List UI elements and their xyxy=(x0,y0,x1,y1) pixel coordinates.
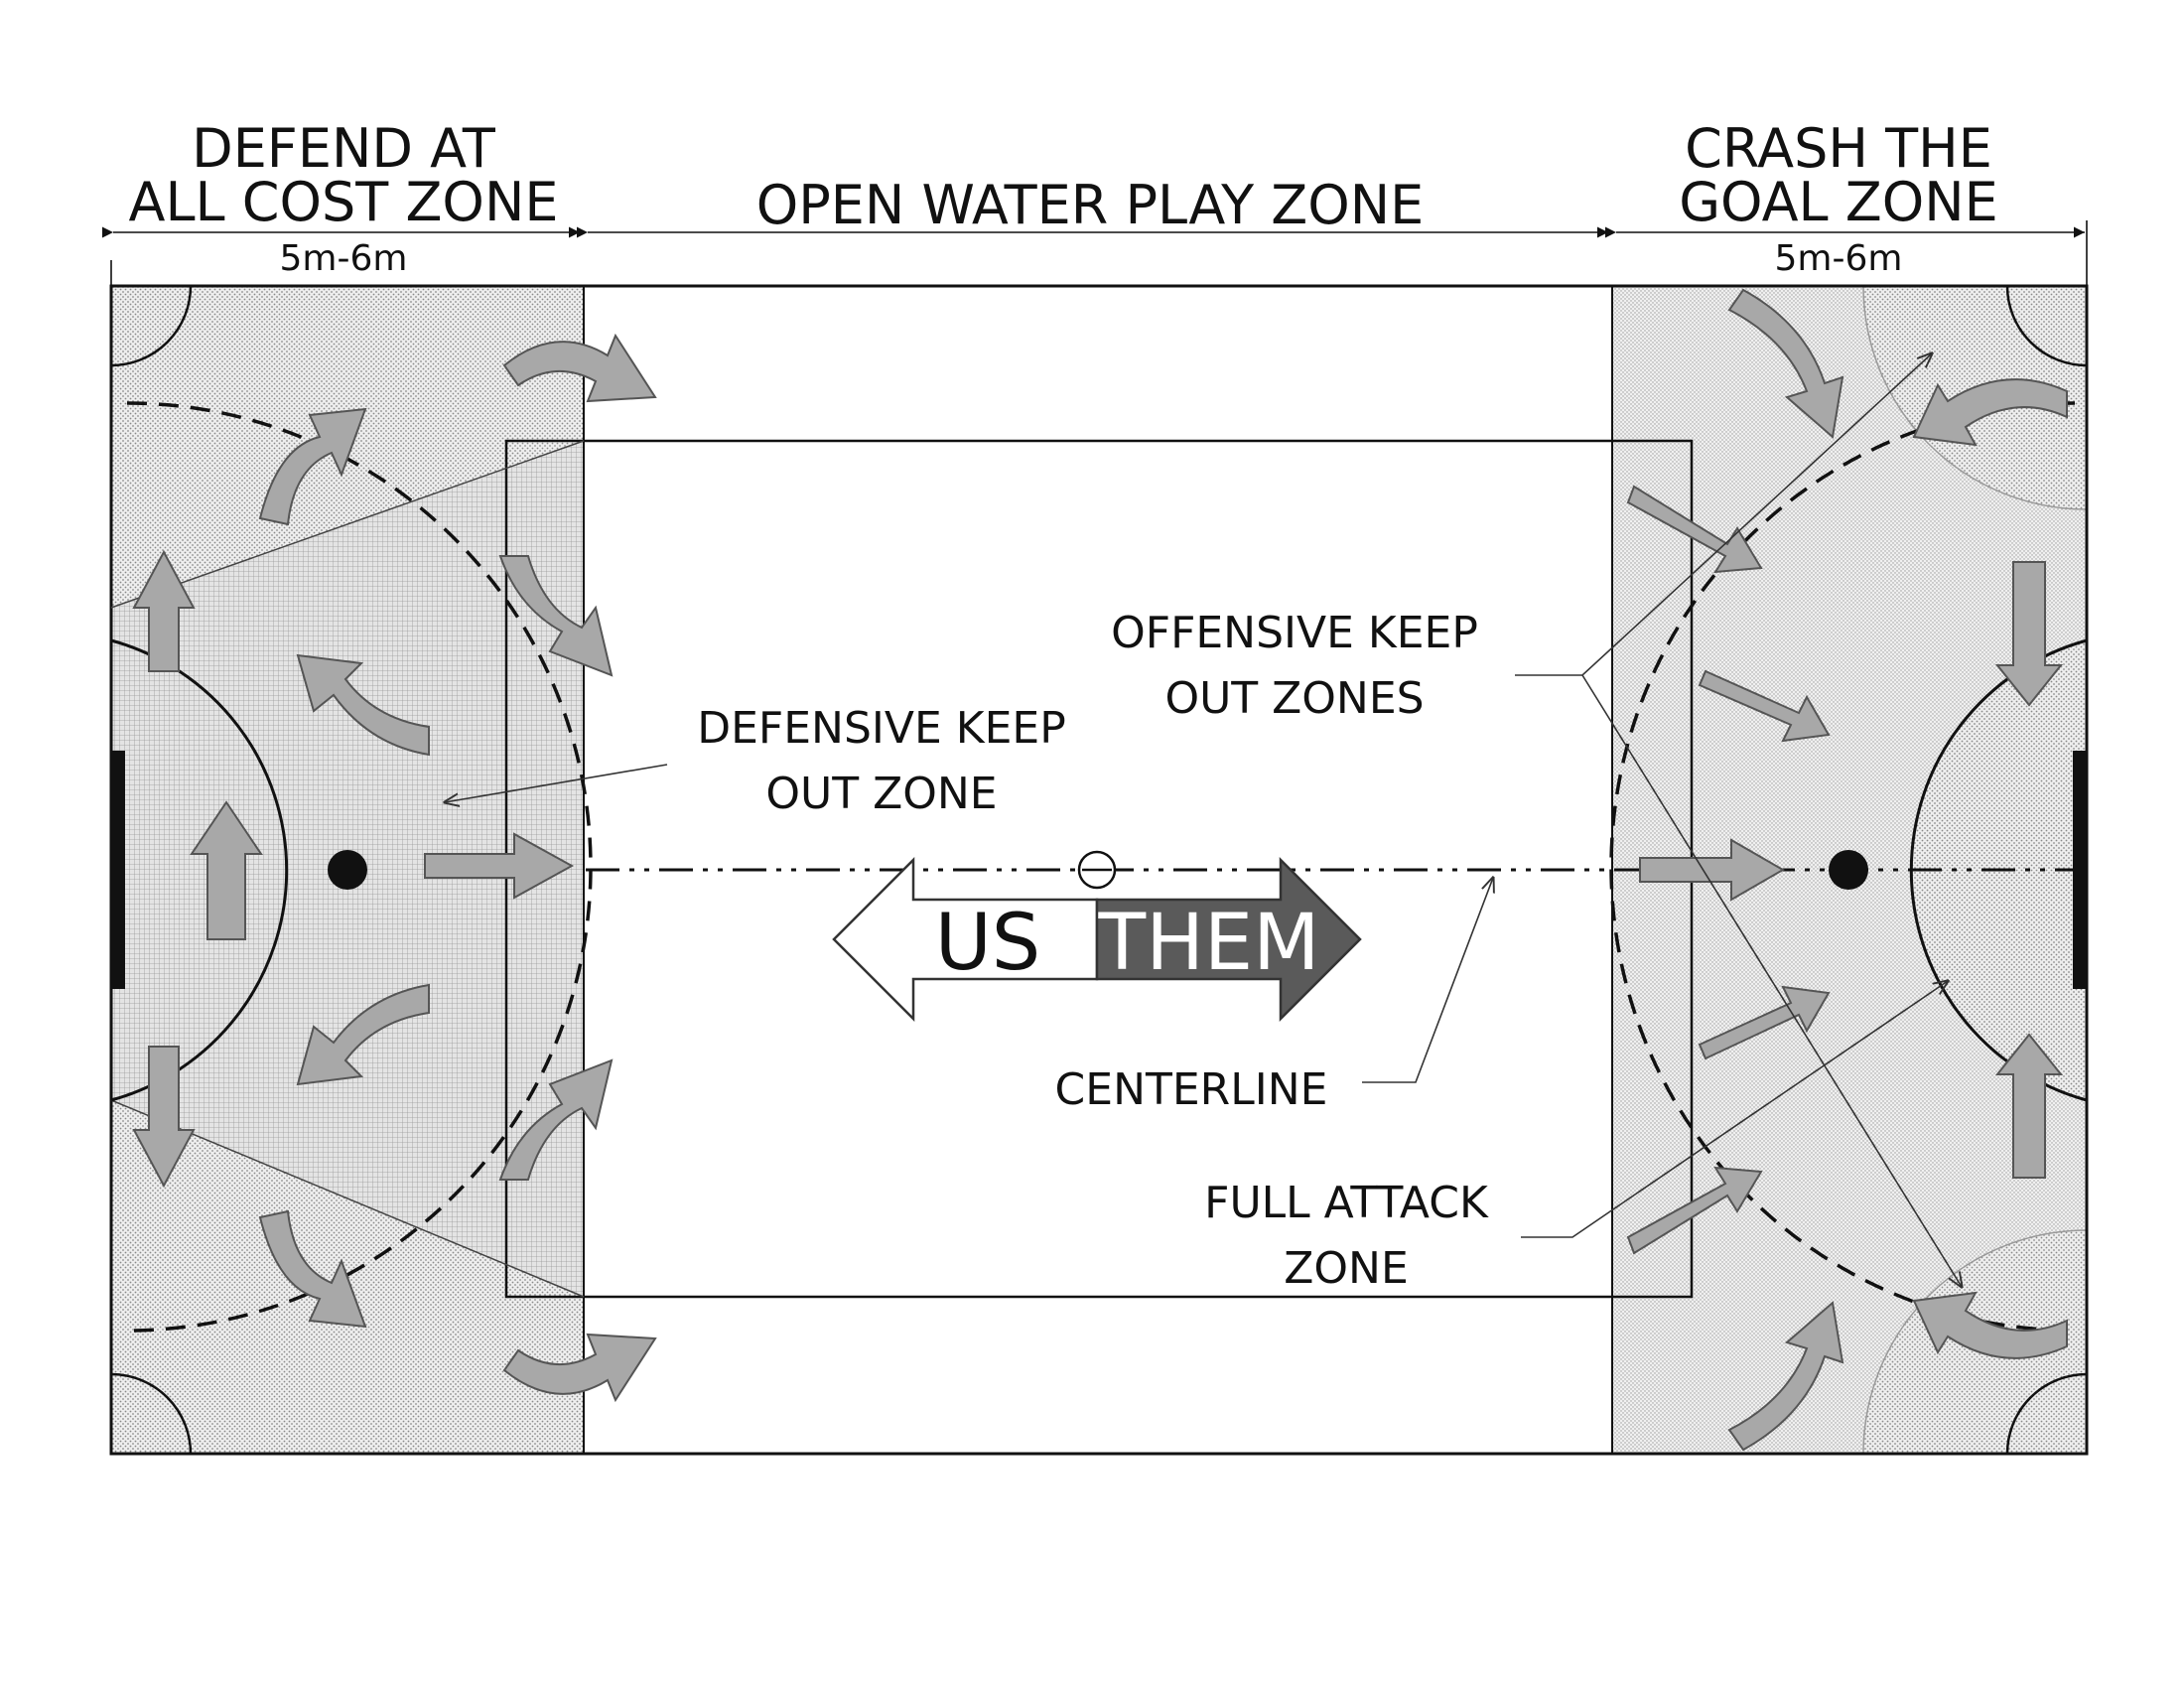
us-label: US xyxy=(935,899,1041,988)
curved-arrow-icon xyxy=(258,1209,367,1329)
offensive-keep-out-label-line2: OUT ZONES xyxy=(1164,673,1424,724)
right-goal xyxy=(2073,751,2087,989)
curved-arrow-icon xyxy=(1912,1291,2068,1359)
direction-indicator: US THEM xyxy=(832,856,1362,1023)
curved-arrow-icon xyxy=(498,1058,614,1181)
curved-arrow-icon xyxy=(502,333,657,403)
diagonal-arrow-icon xyxy=(1626,1166,1763,1255)
curved-arrow-icon xyxy=(1727,1301,1844,1452)
leader-lines xyxy=(445,353,1962,1287)
defend-zone-title-line2: ALL COST ZONE xyxy=(129,171,559,233)
offensive-keep-out-label-line1: OFFENSIVE KEEP xyxy=(1111,608,1478,658)
diagonal-arrow-icon xyxy=(1698,669,1831,743)
callouts: DEFENSIVE KEEP OUT ZONE OFFENSIVE KEEP O… xyxy=(697,608,1489,1294)
right-penalty-spot xyxy=(1829,850,1868,890)
up-arrow-icon xyxy=(190,800,263,940)
crash-zone-title-line1: CRASH THE xyxy=(1685,117,1992,180)
movement-arrows xyxy=(132,288,2068,1452)
open-water-zone-title: OPEN WATER PLAY ZONE xyxy=(756,174,1425,236)
curved-arrow-icon xyxy=(502,1333,657,1403)
curved-arrow-icon xyxy=(1912,378,2068,447)
us-arrow xyxy=(832,856,1099,1023)
crash-zone-width: 5m-6m xyxy=(1775,238,1903,279)
down-arrow-icon xyxy=(132,1046,196,1189)
crash-zone-title-line2: GOAL ZONE xyxy=(1679,171,1998,233)
up-arrow-icon xyxy=(132,549,196,672)
left-penalty-spot xyxy=(328,850,367,890)
right-arrow-icon xyxy=(1639,838,1786,902)
down-arrow-icon xyxy=(1994,561,2064,707)
defend-zone-title-line1: DEFEND AT xyxy=(192,117,496,180)
them-label: THEM xyxy=(1098,899,1320,988)
curved-arrow-icon xyxy=(258,407,367,526)
left-goal xyxy=(111,751,125,989)
curved-arrow-icon xyxy=(296,983,430,1086)
left-dashed-arc xyxy=(126,401,593,1333)
diagonal-arrow-icon xyxy=(1698,985,1831,1060)
full-attack-label-line1: FULL ATTACK xyxy=(1204,1178,1489,1228)
centerline-label: CENTERLINE xyxy=(1055,1064,1328,1115)
full-attack-label-line2: ZONE xyxy=(1284,1243,1409,1294)
curved-arrow-icon xyxy=(1727,288,1844,439)
them-arrow xyxy=(1095,856,1362,1023)
defensive-keep-out-label-line1: DEFENSIVE KEEP xyxy=(697,703,1066,754)
right-dashed-arc xyxy=(1609,401,2076,1333)
up-arrow-icon xyxy=(1994,1033,2064,1179)
curved-arrow-icon xyxy=(498,555,614,677)
diagonal-arrow-icon xyxy=(1626,485,1763,574)
zone-headers: DEFEND AT ALL COST ZONE OPEN WATER PLAY … xyxy=(129,117,1998,279)
dimension-lines xyxy=(101,220,2088,288)
ball-icon xyxy=(1077,850,1117,890)
defensive-keep-out-label-line2: OUT ZONE xyxy=(765,769,997,819)
defend-zone-width: 5m-6m xyxy=(280,238,408,279)
curved-arrow-icon xyxy=(296,653,430,757)
right-arrow-icon xyxy=(424,832,575,900)
left-goal-arc xyxy=(110,638,289,1102)
